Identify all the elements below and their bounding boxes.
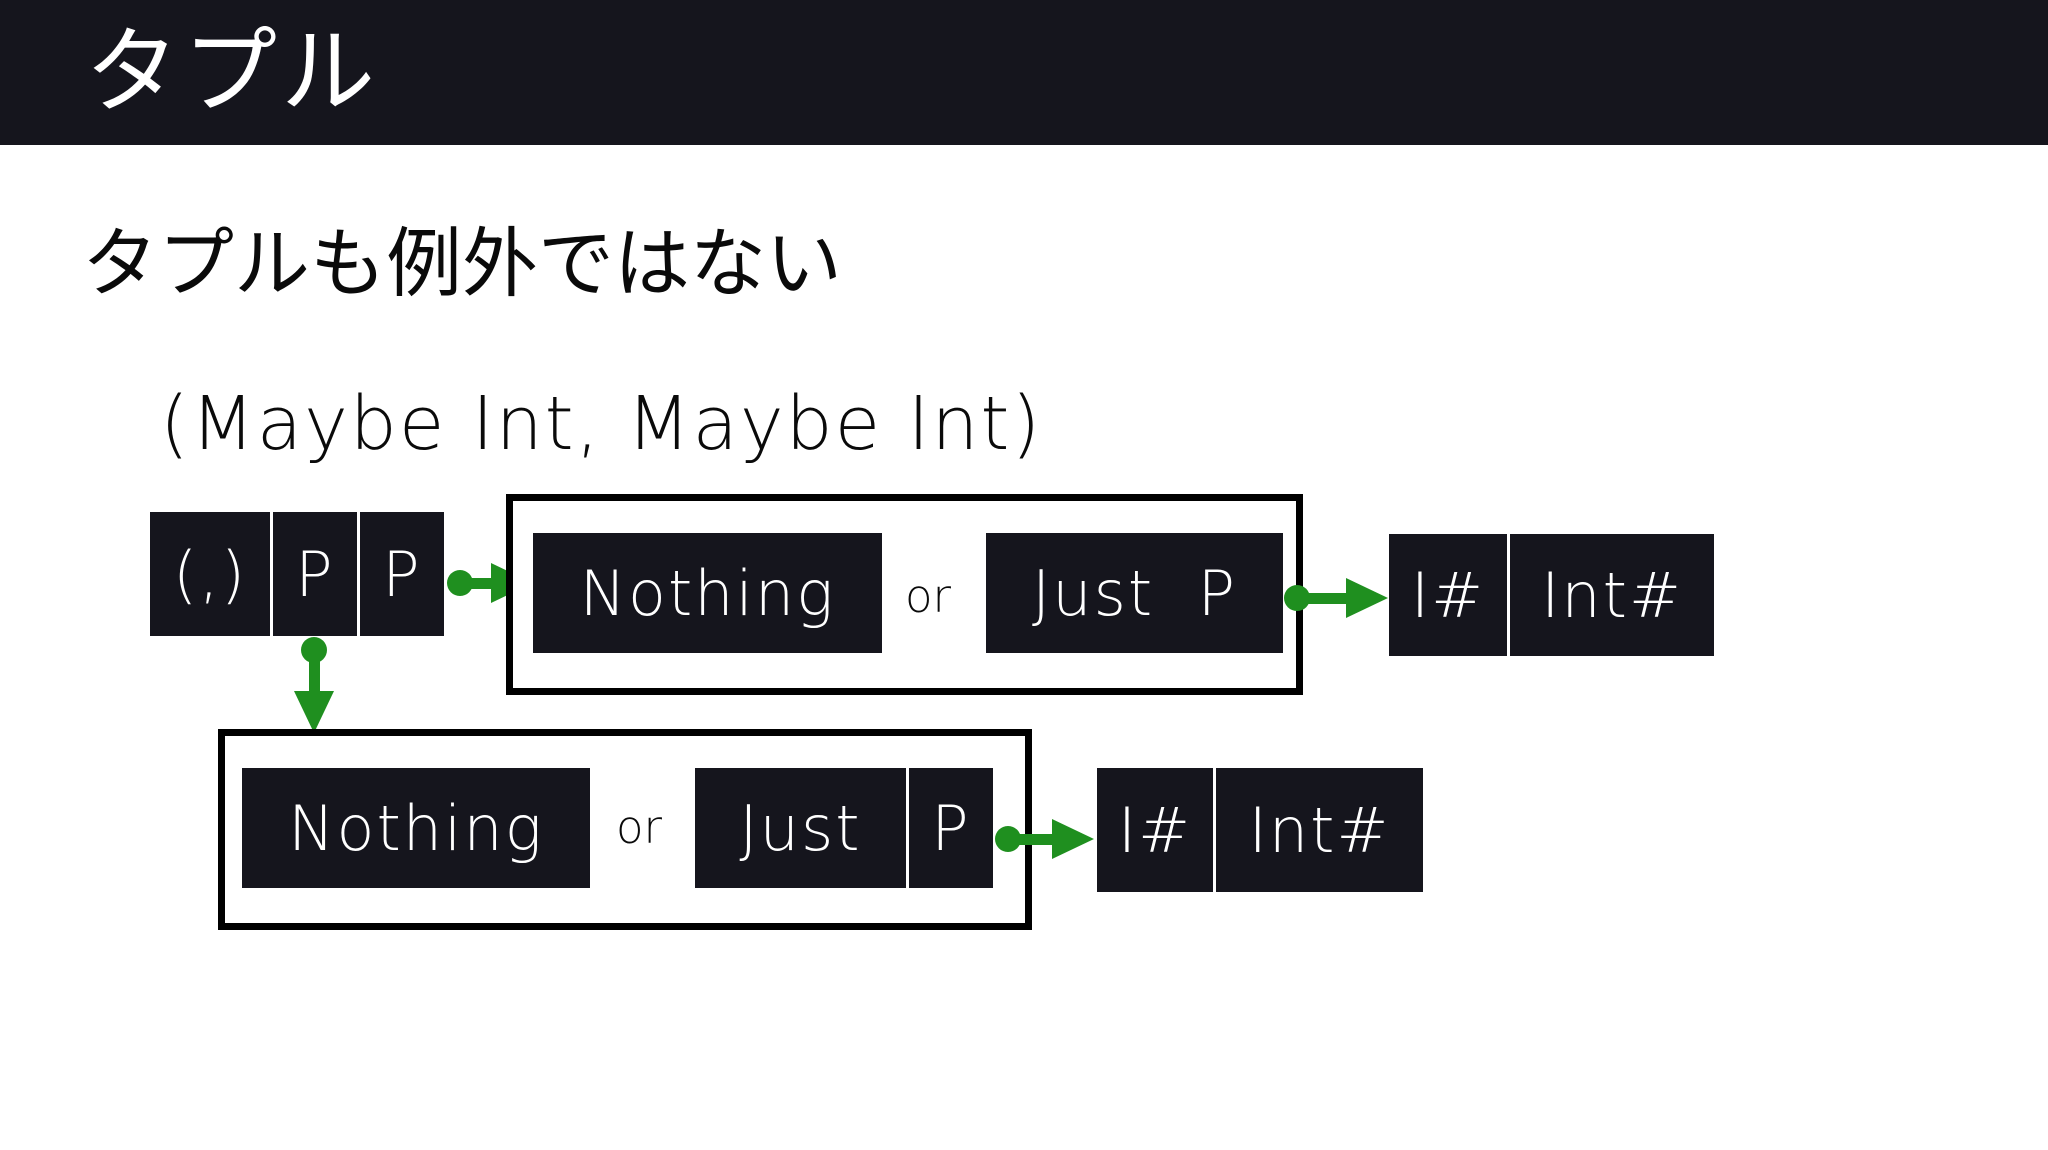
nothing-cell-fst: Nothing [533,533,882,653]
or-label-fst: or [904,569,952,623]
snd-pointer-arrow-stem [309,648,320,693]
fst-pointer-arrow-stem [458,578,503,589]
type-signature: (Maybe Int, Maybe Int) [160,381,1043,467]
tuple-fst-pointer-cell: P [273,512,357,636]
just-fst-pointer-arrowhead-icon [1346,578,1388,618]
just-pointer-cell-snd: P [909,768,993,888]
just-cell-fst: Just P [986,533,1283,653]
tuple-constructor-cell: (,) [150,512,270,636]
unboxed-int-block-fst: I# Int# [1389,534,1714,656]
subtitle-text: タプルも例外ではない [82,219,842,308]
nothing-cell-snd: Nothing [242,768,590,888]
ihash-cell-snd: I# [1097,768,1213,892]
maybe-box-fst: Nothing or Just P [506,494,1303,695]
just-cell-snd: Just [695,768,906,888]
just-snd-pointer-arrowhead-icon [1052,819,1094,859]
just-snd-pointer-arrow-stem [1006,834,1054,845]
just-fst-pointer-arrow-stem [1295,593,1347,604]
maybe-box-snd: Nothing or Just P [218,729,1032,930]
snd-pointer-arrowhead-icon [294,691,334,733]
slide-header: タプル [0,0,2048,145]
tuple-cell-row: (,) P P [150,512,444,636]
slide-title: タプル [85,18,380,127]
tuple-snd-pointer-cell: P [360,512,444,636]
unboxed-int-block-snd: I# Int# [1097,768,1423,892]
inthash-cell-fst: Int# [1510,534,1714,656]
ihash-cell-fst: I# [1389,534,1507,656]
or-label-snd: or [615,800,663,854]
inthash-cell-snd: Int# [1216,768,1423,892]
